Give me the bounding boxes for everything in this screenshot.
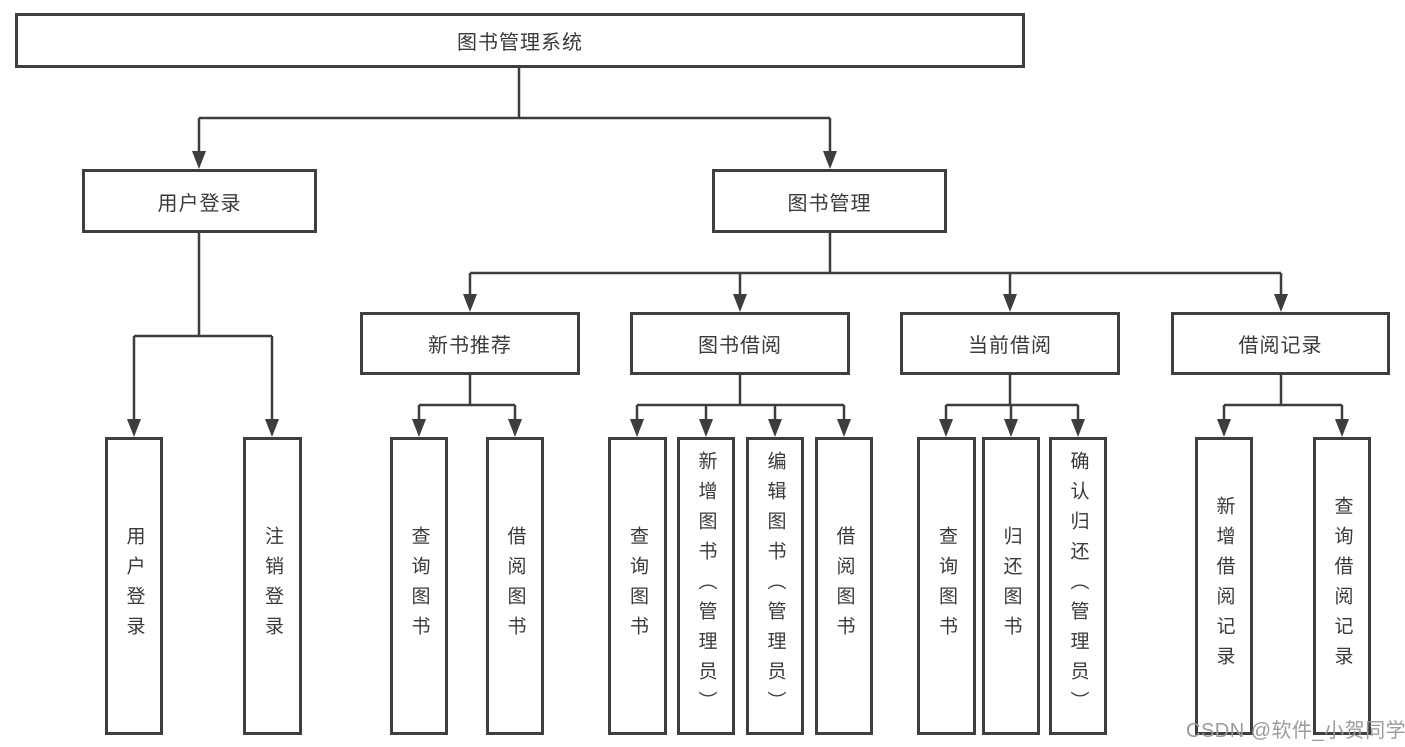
- leaf-label: 用户登录: [123, 526, 145, 646]
- connector-book-borrowing: [630, 375, 851, 437]
- connector-current-borrowing: [939, 375, 1085, 437]
- leaf-query-books-current: 查询图书: [917, 437, 976, 735]
- node-new-book-recommendation: 新书推荐: [360, 312, 580, 375]
- leaf-label: 借阅图书: [833, 526, 855, 646]
- leaf-query-books-recommend: 查询图书: [390, 437, 448, 735]
- connector-root: [192, 68, 837, 169]
- node-library-management-system: 图书管理系统: [15, 13, 1025, 68]
- node-book-borrowing: 图书借阅: [630, 312, 850, 375]
- leaf-return-books: 归还图书: [982, 437, 1040, 735]
- connector-user-login: [127, 233, 279, 437]
- node-label: 图书管理: [787, 192, 872, 215]
- leaf-confirm-return-admin: 确认归还（管理员）: [1049, 437, 1107, 735]
- leaf-add-borrow-record: 新增借阅记录: [1195, 437, 1253, 735]
- leaf-borrow-books-borrowing: 借阅图书: [815, 437, 873, 735]
- node-label: 用户登录: [157, 192, 242, 215]
- node-current-borrowing: 当前借阅: [900, 312, 1120, 375]
- node-book-management: 图书管理: [712, 169, 947, 233]
- node-label: 新书推荐: [428, 335, 512, 357]
- leaf-label: 查询借阅记录: [1331, 496, 1353, 676]
- leaf-label: 注销登录: [262, 526, 283, 646]
- connector-book-management: [463, 233, 1288, 312]
- watermark-csdn: CSDN @软件_小贺同学: [1186, 720, 1405, 742]
- leaf-label: 查询图书: [936, 526, 957, 646]
- leaf-label: 借阅图书: [504, 526, 526, 646]
- leaf-label: 归还图书: [1000, 526, 1022, 646]
- node-label: 图书借阅: [698, 335, 782, 357]
- leaf-label: 新增图书（管理员）: [695, 451, 717, 721]
- connector-new-book-recommendation: [412, 375, 522, 437]
- leaf-logout: 注销登录: [243, 437, 302, 735]
- connector-borrowing-records: [1217, 375, 1349, 437]
- leaf-label: 新增借阅记录: [1213, 496, 1235, 676]
- node-user-login: 用户登录: [82, 169, 317, 233]
- node-borrowing-records: 借阅记录: [1171, 312, 1390, 375]
- leaf-borrow-books-recommend: 借阅图书: [486, 437, 544, 735]
- node-label: 当前借阅: [968, 335, 1052, 357]
- leaf-label: 查询图书: [627, 526, 648, 646]
- leaf-label: 编辑图书（管理员）: [764, 451, 786, 721]
- node-label: 图书管理系统: [457, 32, 583, 54]
- leaf-user-login: 用户登录: [105, 437, 163, 735]
- leaf-add-book-admin: 新增图书（管理员）: [677, 437, 735, 735]
- leaf-label: 查询图书: [408, 526, 430, 646]
- leaf-label: 确认归还（管理员）: [1067, 451, 1089, 721]
- node-label: 借阅记录: [1238, 335, 1323, 357]
- leaf-query-books-borrowing: 查询图书: [608, 437, 667, 735]
- leaf-query-borrow-record: 查询借阅记录: [1313, 437, 1371, 735]
- leaf-edit-book-admin: 编辑图书（管理员）: [746, 437, 804, 735]
